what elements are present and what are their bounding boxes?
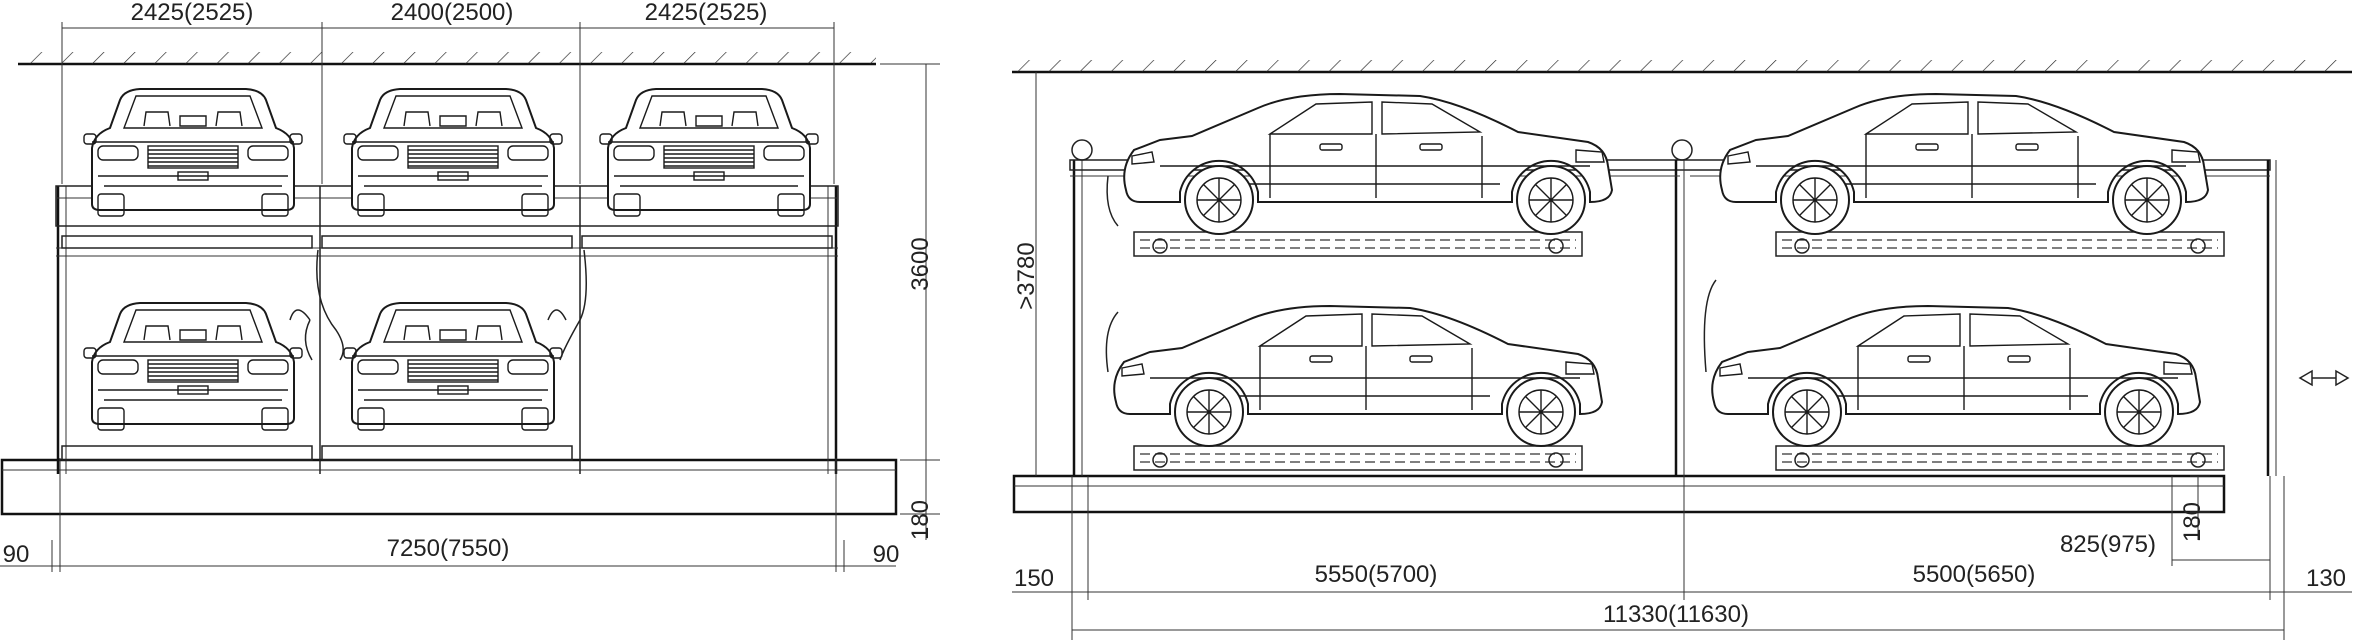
upper-car-front-2	[343, 88, 563, 217]
lower-car-side-2	[1711, 305, 2201, 447]
pallets-front	[61, 235, 833, 461]
front-dimensions	[0, 22, 940, 572]
upper-car-front-1	[83, 88, 303, 217]
front-left-clearance: 90	[3, 541, 30, 568]
upper-pallet-side-1	[1133, 231, 1583, 257]
side-floor-dim: 180	[2179, 502, 2206, 542]
ceiling-side	[1012, 60, 2352, 74]
upper-car-side-2	[1719, 93, 2209, 235]
side-dimensions	[1012, 72, 2352, 640]
lower-car-side-1	[1113, 305, 1603, 447]
front-bottom-dim: 7250(7550)	[387, 535, 510, 562]
floor-slab-front	[0, 458, 898, 516]
upper-car-front-3	[599, 88, 819, 217]
side-right-clearance: 130	[2306, 565, 2346, 592]
front-top-dim-2: 2400(2500)	[391, 0, 514, 26]
direction-arrow-icon	[2298, 369, 2350, 387]
side-left-clearance: 150	[1014, 565, 1054, 592]
side-bay2-dim: 5500(5650)	[1913, 561, 2036, 588]
front-floor-dim: 180	[907, 500, 934, 540]
upper-car-side-1	[1123, 93, 1613, 235]
side-offset-dim: 825(975)	[2060, 531, 2156, 558]
lower-car-front-2	[343, 302, 563, 431]
front-right-clearance: 90	[873, 541, 900, 568]
side-height-dim: >3780	[1013, 242, 1040, 309]
floor-slab-side	[1012, 474, 2226, 514]
front-view: 2425(2525) 2400(2500) 2425(2525) 3600 72…	[0, 0, 940, 572]
front-height-dim: 3600	[907, 237, 934, 290]
ceiling-front	[18, 52, 876, 66]
side-view: >3780 180 825(975) 150 5550(5700) 5500(5…	[1012, 60, 2352, 640]
lower-pallet-side-1	[1133, 445, 1583, 471]
lower-car-front-1	[83, 302, 303, 431]
hydraulic-hoses-front	[289, 249, 587, 361]
front-top-dim-1: 2425(2525)	[131, 0, 254, 26]
lower-pallet-side-2	[1775, 445, 2225, 471]
side-bay1-dim: 5550(5700)	[1315, 561, 1438, 588]
front-top-dim-3: 2425(2525)	[645, 0, 768, 26]
side-total-dim: 11330(11630)	[1603, 601, 1749, 628]
upper-pallet-side-2	[1775, 231, 2225, 257]
